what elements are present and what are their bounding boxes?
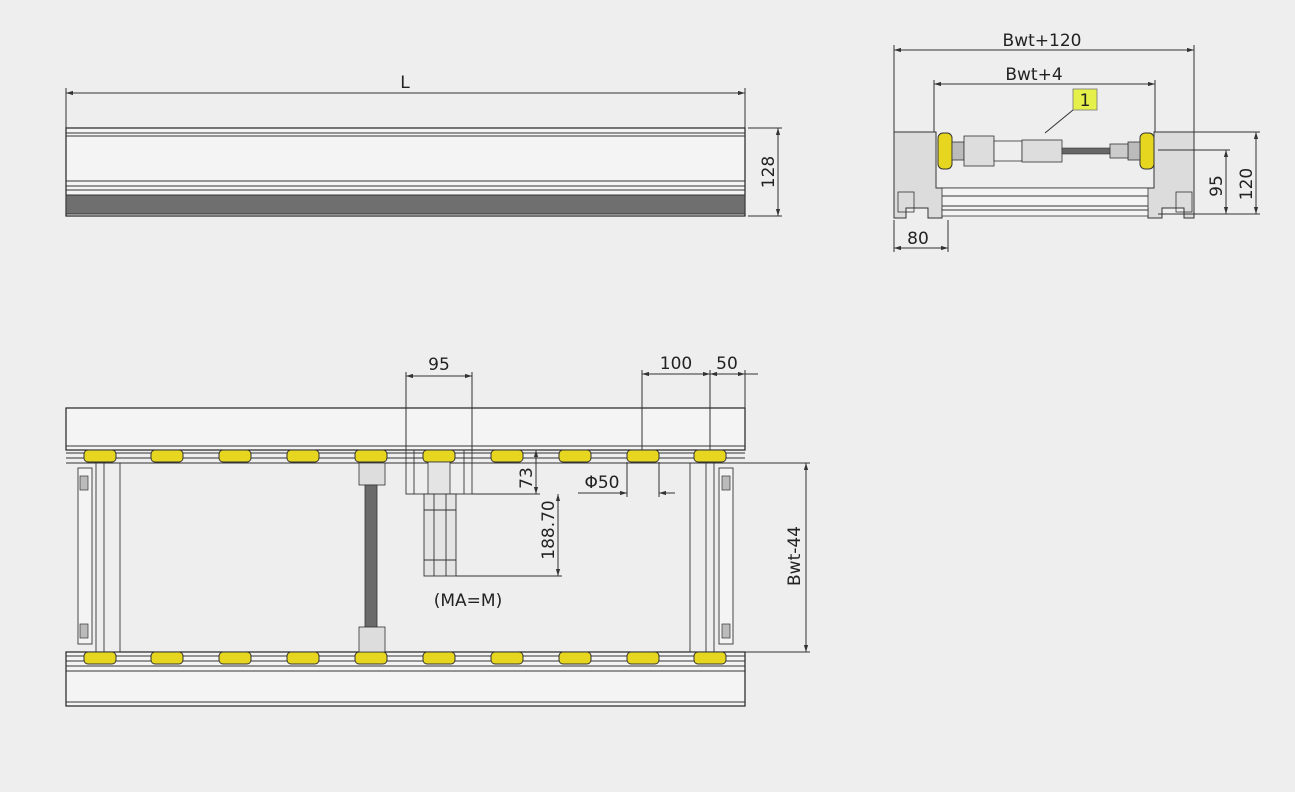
end-offset-label: 50 xyxy=(716,354,738,374)
side-belt xyxy=(65,194,746,215)
end-view: Bwt+120 Bwt+4 1 95 120 80 xyxy=(893,31,1260,252)
height-label: 128 xyxy=(759,156,779,188)
motor-offset-label: 73 xyxy=(517,467,537,489)
side-view: L 128 xyxy=(65,73,782,217)
roller xyxy=(693,449,727,463)
roller xyxy=(286,651,320,665)
callout-leader xyxy=(1044,109,1074,134)
top-view: 95 100 50 Φ50 73 188.70 (MA=M) Bwt-44 xyxy=(65,354,810,707)
roller xyxy=(150,449,184,463)
roller xyxy=(218,651,252,665)
drive-shaft xyxy=(364,484,378,628)
roller-dia-label: Φ50 xyxy=(584,473,619,493)
roller xyxy=(286,449,320,463)
end-roller-left xyxy=(937,132,953,170)
roller xyxy=(490,651,524,665)
roller xyxy=(626,449,660,463)
motor-note: (MA=M) xyxy=(434,591,502,611)
roller xyxy=(218,449,252,463)
motor-width-label: 95 xyxy=(428,355,450,375)
roller xyxy=(422,651,456,665)
coupling-top xyxy=(358,462,386,486)
roller xyxy=(693,651,727,665)
right-end-support xyxy=(718,467,734,645)
roller xyxy=(83,449,117,463)
overall-width-label: Bwt+120 xyxy=(1003,31,1082,51)
roller xyxy=(83,651,117,665)
coupling-bottom xyxy=(358,626,386,653)
roller xyxy=(490,449,524,463)
roller xyxy=(626,651,660,665)
inner-span-label: Bwt-44 xyxy=(785,526,805,586)
height-outer-label: 120 xyxy=(1237,168,1257,200)
profile-width-label: 80 xyxy=(907,229,929,249)
roller xyxy=(422,449,456,463)
roller xyxy=(150,651,184,665)
height-inner-label: 95 xyxy=(1207,175,1227,197)
roller xyxy=(354,449,388,463)
roller xyxy=(558,449,592,463)
length-label: L xyxy=(400,73,410,93)
end-shaft xyxy=(1061,147,1119,155)
callout-number: 1 xyxy=(1080,91,1091,111)
roller xyxy=(354,651,388,665)
motor-length-label: 188.70 xyxy=(539,500,559,559)
inner-width-label: Bwt+4 xyxy=(1005,65,1062,85)
motor-body xyxy=(423,493,457,577)
roller xyxy=(558,651,592,665)
end-motor xyxy=(963,135,995,167)
left-end-support xyxy=(77,467,93,645)
end-roller-right xyxy=(1139,132,1155,170)
callout-box xyxy=(1072,88,1098,111)
roller-pitch-label: 100 xyxy=(660,354,692,374)
